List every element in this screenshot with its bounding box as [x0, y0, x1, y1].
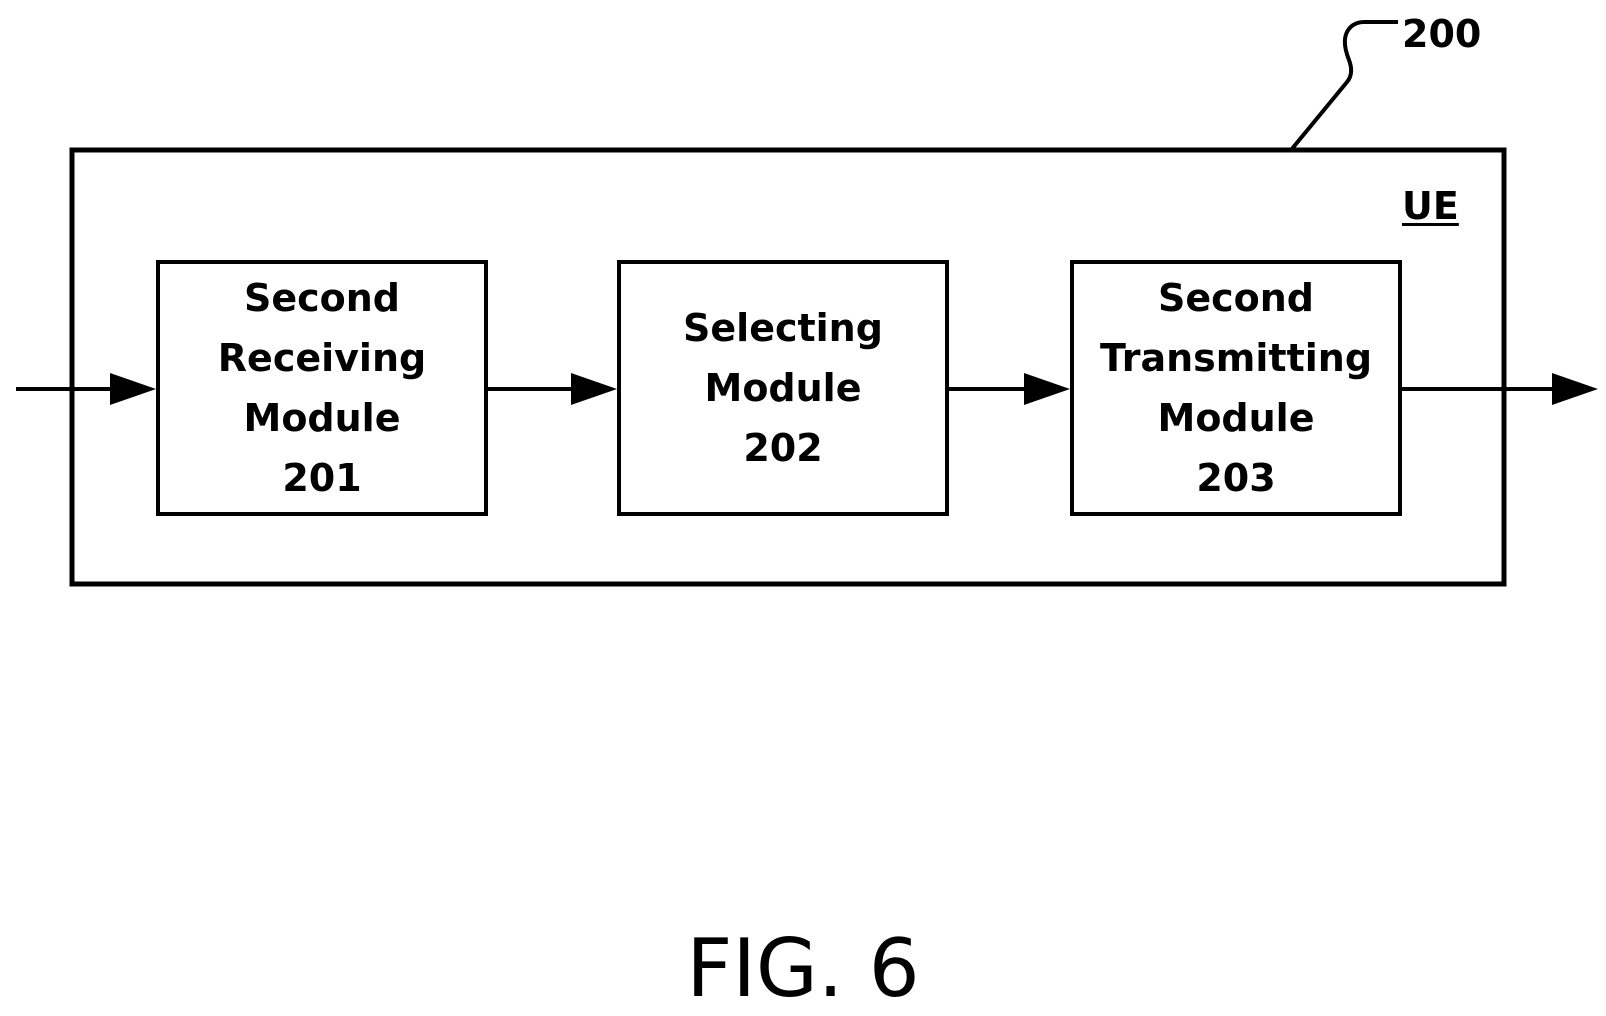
arrow-202-to-203 [949, 373, 1070, 405]
module-202-line-1: Selecting [683, 298, 883, 358]
reference-leader-line [1291, 22, 1398, 150]
module-201-line-2: Receiving [218, 328, 426, 388]
module-203-line-4: 203 [1196, 448, 1275, 508]
figure-caption: FIG. 6 [0, 922, 1606, 1015]
module-201-line-3: Module [244, 388, 401, 448]
ue-label: UE [1402, 184, 1459, 228]
second-receiving-module-box: Second Receiving Module 201 [156, 260, 488, 516]
module-201-line-1: Second [244, 268, 400, 328]
output-arrow [1402, 373, 1598, 405]
module-202-line-3: 202 [743, 418, 822, 478]
reference-number-label: 200 [1402, 12, 1481, 56]
selecting-module-box: Selecting Module 202 [617, 260, 949, 516]
module-203-line-1: Second [1158, 268, 1314, 328]
arrow-201-to-202 [488, 373, 617, 405]
module-202-line-2: Module [705, 358, 862, 418]
module-201-line-4: 201 [282, 448, 361, 508]
module-203-line-3: Module [1158, 388, 1315, 448]
input-arrow [16, 373, 156, 405]
module-203-line-2: Transmitting [1100, 328, 1372, 388]
second-transmitting-module-box: Second Transmitting Module 203 [1070, 260, 1402, 516]
